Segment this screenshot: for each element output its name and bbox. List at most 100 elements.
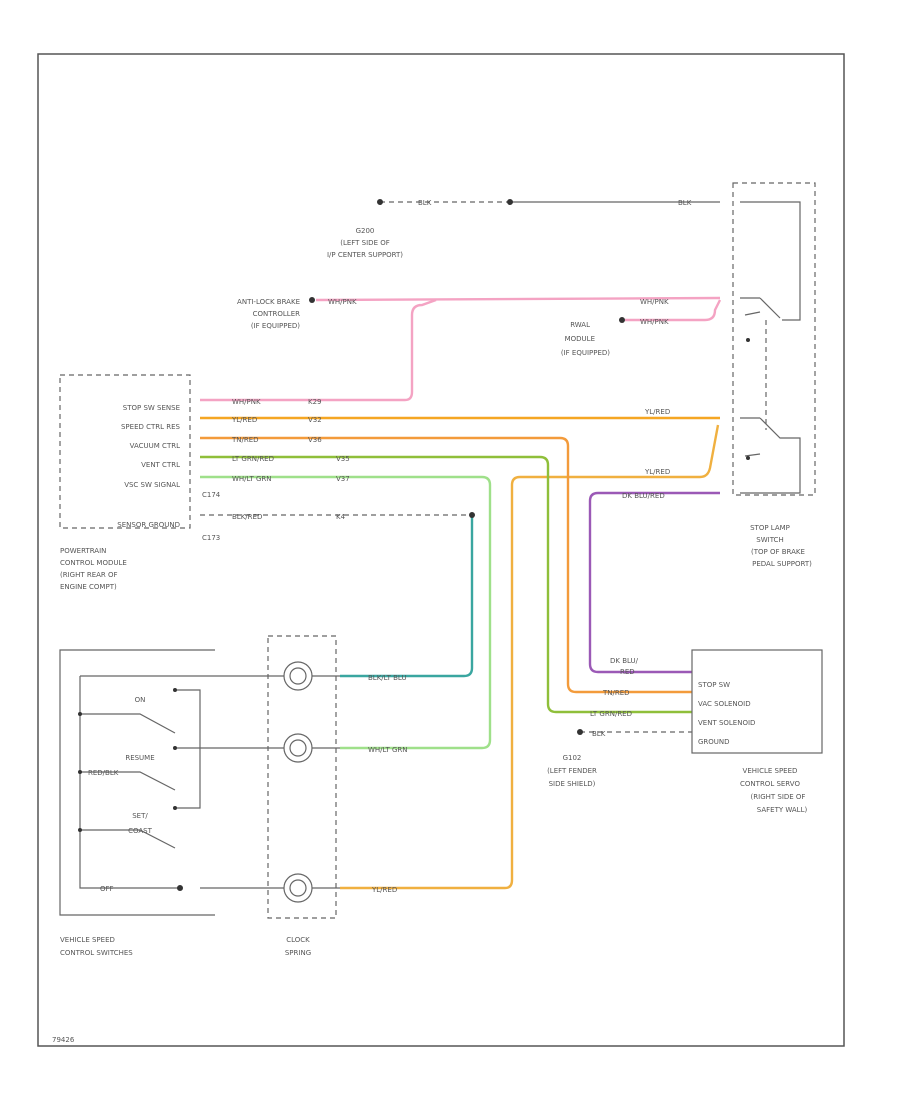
clock-spring-coil-1b [289,667,307,685]
label-g102-loc1: (LEFT FENDER [547,767,597,775]
label-yl-red-1: YL/RED [644,408,670,416]
vsc-sw-dot-4 [173,688,177,692]
label-blk-left: BLK [418,199,432,207]
label-servo-name2: CONTROL SERVO [740,780,800,788]
label-g102: G102 [563,754,582,762]
clock-spring-leads [200,675,340,889]
label-sw-res-w: RED/BLK [88,769,119,777]
label-rwal-2: MODULE [565,335,595,343]
stop-lamp-contacts-lower [740,417,801,494]
label-cs-name1: CLOCK [286,936,310,944]
label-pcm-g3: V36 [308,436,322,444]
label-abs-3: (IF EQUIPPED) [251,322,300,330]
clock-spring-coil-3 [283,873,313,903]
label-pcm-pin5: VSC SW SIGNAL [124,481,180,489]
stop-lamp-contacts-upper [740,201,801,321]
label-pcm-name2: CONTROL MODULE [60,559,127,567]
label-vsw-name2: CONTROL SWITCHES [60,949,133,957]
label-pcm-wire4: LT GRN/RED [232,455,274,463]
sensor-ground-dot [469,512,475,518]
label-wire-rwal: WH/PNK [640,318,669,326]
label-pcm-pin1: STOP SW SENSE [123,404,180,412]
vsc-sw-dot-1 [78,712,82,716]
label-c173: C173 [202,534,220,542]
label-rwal-1: RWAL [570,321,590,329]
label-cs-w3: YL/RED [371,886,397,894]
label-pcm-name1: POWERTRAIN [60,547,106,555]
label-sls-4: PEDAL SUPPORT) [752,560,812,568]
label-servo-name3: (RIGHT SIDE OF [751,793,806,801]
label-servo-w1a: DK BLU/ [610,657,639,665]
label-pcm-pin2: SPEED CTRL RES [121,423,181,431]
label-sls-1: STOP LAMP [750,524,790,532]
label-cs-w1: BLK/LT BLU [368,674,407,682]
label-pcm-g6: K4 [336,513,346,521]
wire-yl-red-lower [340,424,720,890]
label-pcm-name3: (RIGHT REAR OF [60,571,118,579]
label-servo-name1: VEHICLE SPEED [743,767,798,775]
vsc-sw-dot-3 [78,828,82,832]
label-blk-right: BLK [678,199,692,207]
label-pcm-wire5: WH/LT GRN [232,475,272,483]
label-pcm-pin4: VENT CTRL [141,461,180,469]
stop-lamp-switch-box [732,182,816,496]
wire-blk-lt-blu [340,515,474,678]
label-wire-top-right: WH/PNK [640,298,669,306]
wire-wh-lt-grn [200,475,492,750]
stop-lamp-dot-2 [746,456,750,460]
diagram-frame [37,53,845,1047]
label-sw-on: ON [135,696,146,704]
vsc-sw-dot-5 [173,746,177,750]
label-servo-w4: BLK [592,730,606,738]
label-pcm-pin3: VACUUM CTRL [130,442,180,450]
rwal-connector-dot [619,317,625,323]
vsc-switch-bracket [59,649,215,916]
label-sw-set: SET/ [132,812,148,820]
wire-dk-blu-red [588,491,720,674]
label-pcm-wire6: BLK/RED [232,513,262,521]
label-servo-w3: LT GRN/RED [590,710,632,718]
clock-spring-box [267,635,337,919]
label-servo-pin3: VENT SOLENOID [698,719,755,727]
label-rwal-3: (IF EQUIPPED) [561,349,610,357]
label-cs-w2: WH/LT GRN [368,746,408,754]
wire-pink-abs [315,296,721,302]
label-sw-resume: RESUME [125,754,154,762]
label-yl-red-2: YL/RED [644,468,670,476]
label-servo-name4: SAFETY WALL) [757,806,808,814]
label-g200-loc1: (LEFT SIDE OF [340,239,390,247]
figure-id: 79426 [52,1036,75,1044]
label-pcm-pin6: SENSOR GROUND [117,521,180,529]
label-g200: G200 [356,227,375,235]
wire-lt-grn-red [200,455,692,714]
label-pcm-wire2: YL/RED [231,416,257,424]
label-pcm-g4: V35 [336,455,350,463]
label-sw-off: OFF [100,885,114,893]
label-servo-w1b: RED [620,668,635,676]
servo-box [691,649,823,754]
label-servo-pin4: GROUND [698,738,730,746]
stop-lamp-dot-1 [746,338,750,342]
ground-g102-dot [577,729,583,735]
splice-blk [507,199,513,205]
label-cs-name2: SPRING [285,949,311,957]
ground-g200-dot [377,199,383,205]
label-abs-2: CONTROLLER [253,310,301,318]
wire-pink-pcm [200,298,437,402]
label-servo-pin1: STOP SW [698,681,730,689]
vsc-sw-dot-6 [173,806,177,810]
clock-spring-coil-3b [289,879,307,897]
label-g102-loc2: SIDE SHIELD) [549,780,596,788]
label-pcm-g2: V32 [308,416,322,424]
label-sw-coast: COAST [128,827,153,835]
pcm-box [59,374,191,529]
vsc-switch-internals [79,675,201,889]
vsc-sw-dot-2 [78,770,82,774]
clock-spring-coil-2b [289,739,307,757]
wire-pink-rwal [625,299,722,322]
clock-spring-coil-2 [283,733,313,763]
label-sls-3: (TOP OF BRAKE [751,548,805,556]
wire-tn-red [200,436,692,694]
label-vsw-name1: VEHICLE SPEED [60,936,115,944]
